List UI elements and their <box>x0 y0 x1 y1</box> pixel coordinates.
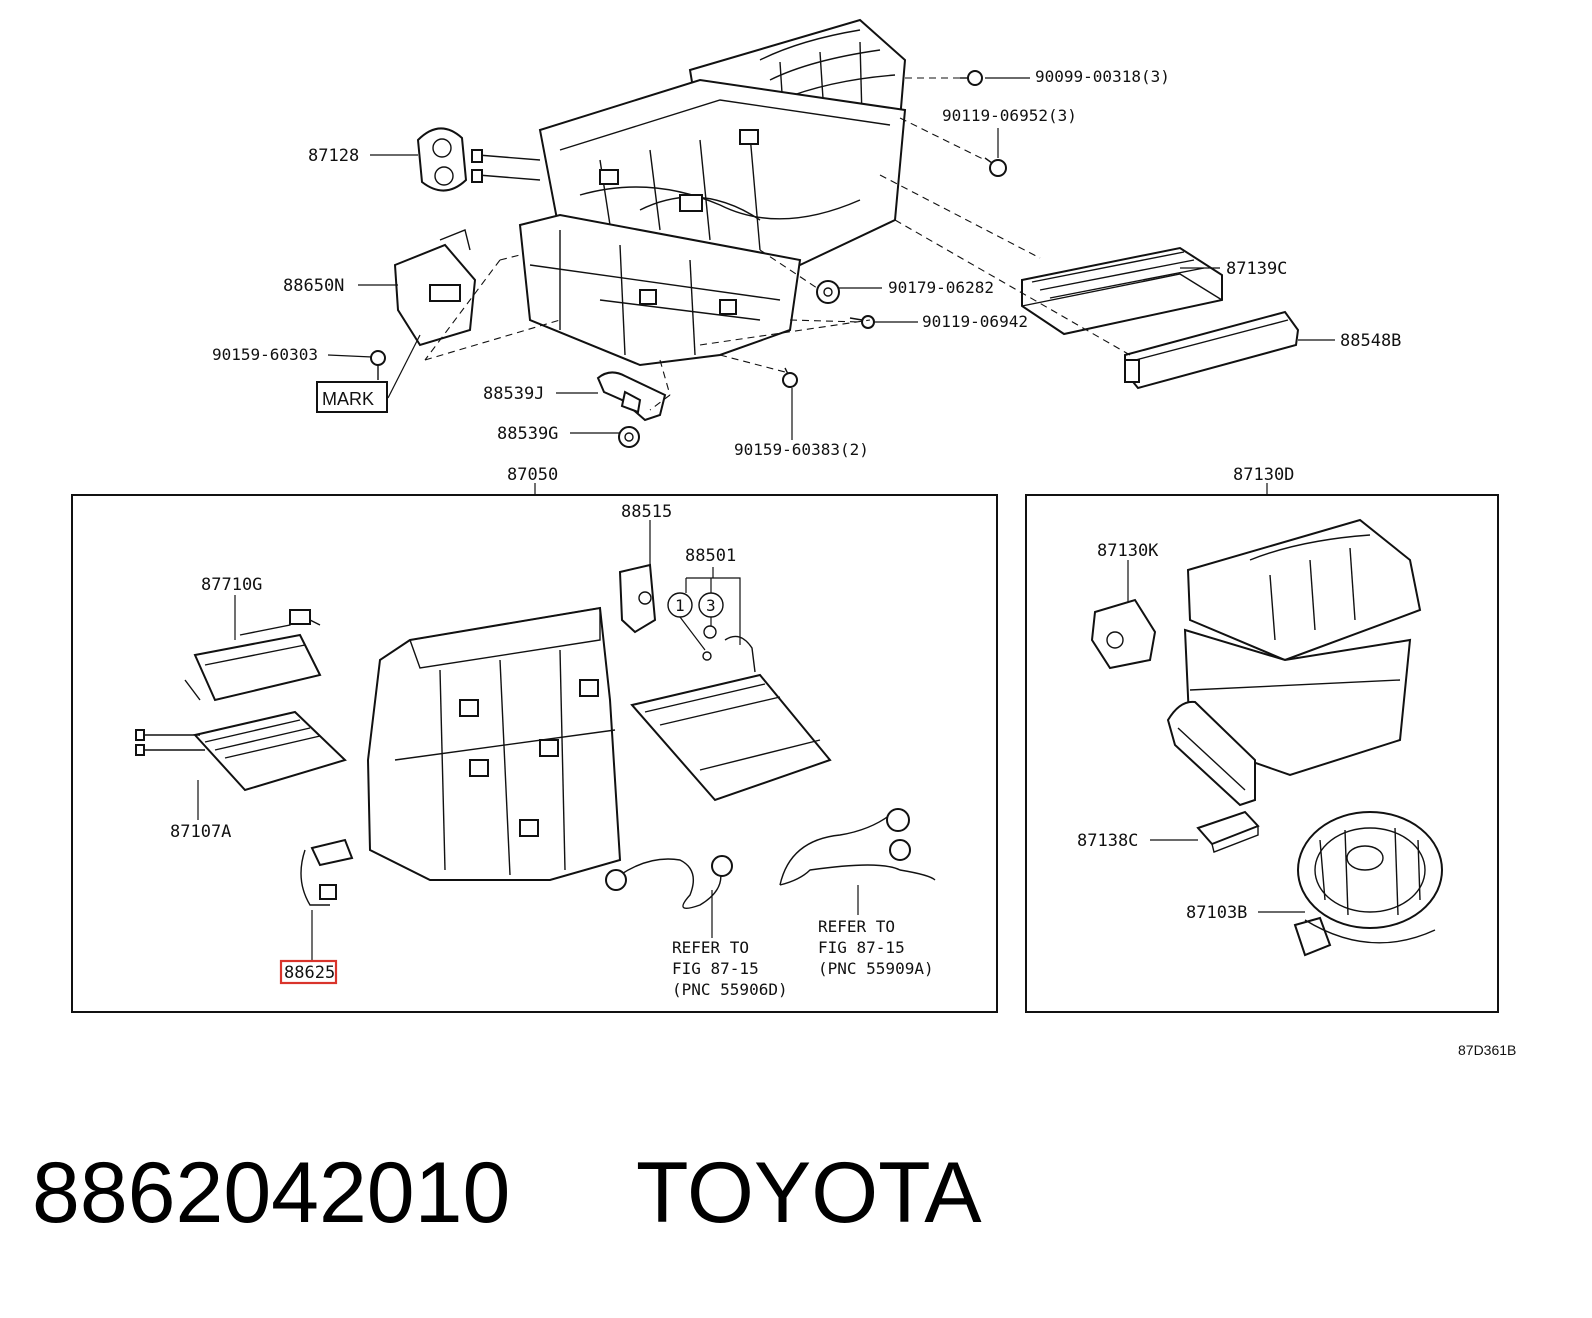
frame-87130d <box>1025 494 1499 1013</box>
refer1-line2: FIG 87-15 <box>672 959 759 978</box>
top-hvac-assembly <box>471 18 907 367</box>
label-circle-3: 3 <box>706 596 716 615</box>
part-87710g-core <box>184 609 322 702</box>
part-88548b-filter-cover <box>1124 310 1300 390</box>
part-87107a-heater-core <box>135 710 347 792</box>
caption: 8862042010 TOYOTA <box>32 1145 982 1241</box>
caption-brand: TOYOTA <box>636 1145 982 1241</box>
part-88650n-actuator <box>393 229 477 347</box>
label-88501: 88501 <box>685 546 736 566</box>
label-90159-60303: 90159-60303 <box>212 345 318 364</box>
case-assembly-87050 <box>366 606 622 881</box>
label-90119-06942: 90119-06942 <box>922 312 1028 331</box>
label-88539g: 88539G <box>497 424 558 444</box>
refer-note-2: REFER TO FIG 87-15 (PNC 55909A) <box>818 917 934 978</box>
frame-87050-leaders <box>197 520 859 960</box>
mark-box <box>316 381 388 413</box>
sensor-harnesses <box>605 808 936 909</box>
callout-labels: 90099-00318(3) 90119-06952(3) 87128 8865… <box>170 67 1401 983</box>
label-87050: 87050 <box>507 465 558 485</box>
diagram-code: 87D361B <box>1458 1042 1516 1058</box>
refer1-line1: REFER TO <box>672 938 749 957</box>
part-88501-evaporator <box>630 567 832 802</box>
part-88539j-drain-hose <box>596 371 667 422</box>
label-88515: 88515 <box>621 502 672 522</box>
highlight-88625 <box>279 959 338 985</box>
label-88539j: 88539J <box>483 384 544 404</box>
label-90159-60383: 90159-60383(2) <box>734 440 869 459</box>
label-87130d: 87130D <box>1233 465 1294 485</box>
refer1-line3: (PNC 55906D) <box>672 980 788 999</box>
label-90099-00318: 90099-00318(3) <box>1035 67 1170 86</box>
refer2-line2: FIG 87-15 <box>818 938 905 957</box>
blower-assembly-87130d <box>1166 518 1422 807</box>
label-90179-06282: 90179-06282 <box>888 278 994 297</box>
top-leader-lines <box>327 77 1335 440</box>
label-87138c: 87138C <box>1077 831 1138 851</box>
part-87130k-servo <box>1090 560 1157 670</box>
label-87139c: 87139C <box>1226 259 1287 279</box>
label-87103b: 87103B <box>1186 903 1247 923</box>
part-88515-expansion-valve <box>618 563 657 634</box>
label-88650n: 88650N <box>283 276 344 296</box>
fastener-screws <box>370 70 1007 448</box>
part-88625-sensor <box>300 838 354 906</box>
part-87138c-resistor <box>1150 810 1260 853</box>
label-circle-1: 1 <box>675 596 685 615</box>
label-87107a: 87107A <box>170 822 231 842</box>
part-87128-grommet <box>416 127 468 192</box>
label-87710g: 87710G <box>201 575 262 595</box>
assembly-dashed-lines <box>424 77 1131 411</box>
label-90119-06952: 90119-06952(3) <box>942 106 1077 125</box>
label-87130k: 87130K <box>1097 541 1159 561</box>
refer2-line1: REFER TO <box>818 917 895 936</box>
refer-note-1: REFER TO FIG 87-15 (PNC 55906D) <box>672 938 788 999</box>
caption-part-number: 8862042010 <box>32 1145 510 1241</box>
label-mark: MARK <box>322 389 374 409</box>
label-88625: 88625 <box>284 963 335 983</box>
label-87128: 87128 <box>308 146 359 166</box>
part-87103b-blower-motor <box>1258 811 1443 957</box>
refer2-line3: (PNC 55909A) <box>818 959 934 978</box>
part-87139c-filter <box>1021 246 1223 336</box>
label-88548b: 88548B <box>1340 331 1401 351</box>
